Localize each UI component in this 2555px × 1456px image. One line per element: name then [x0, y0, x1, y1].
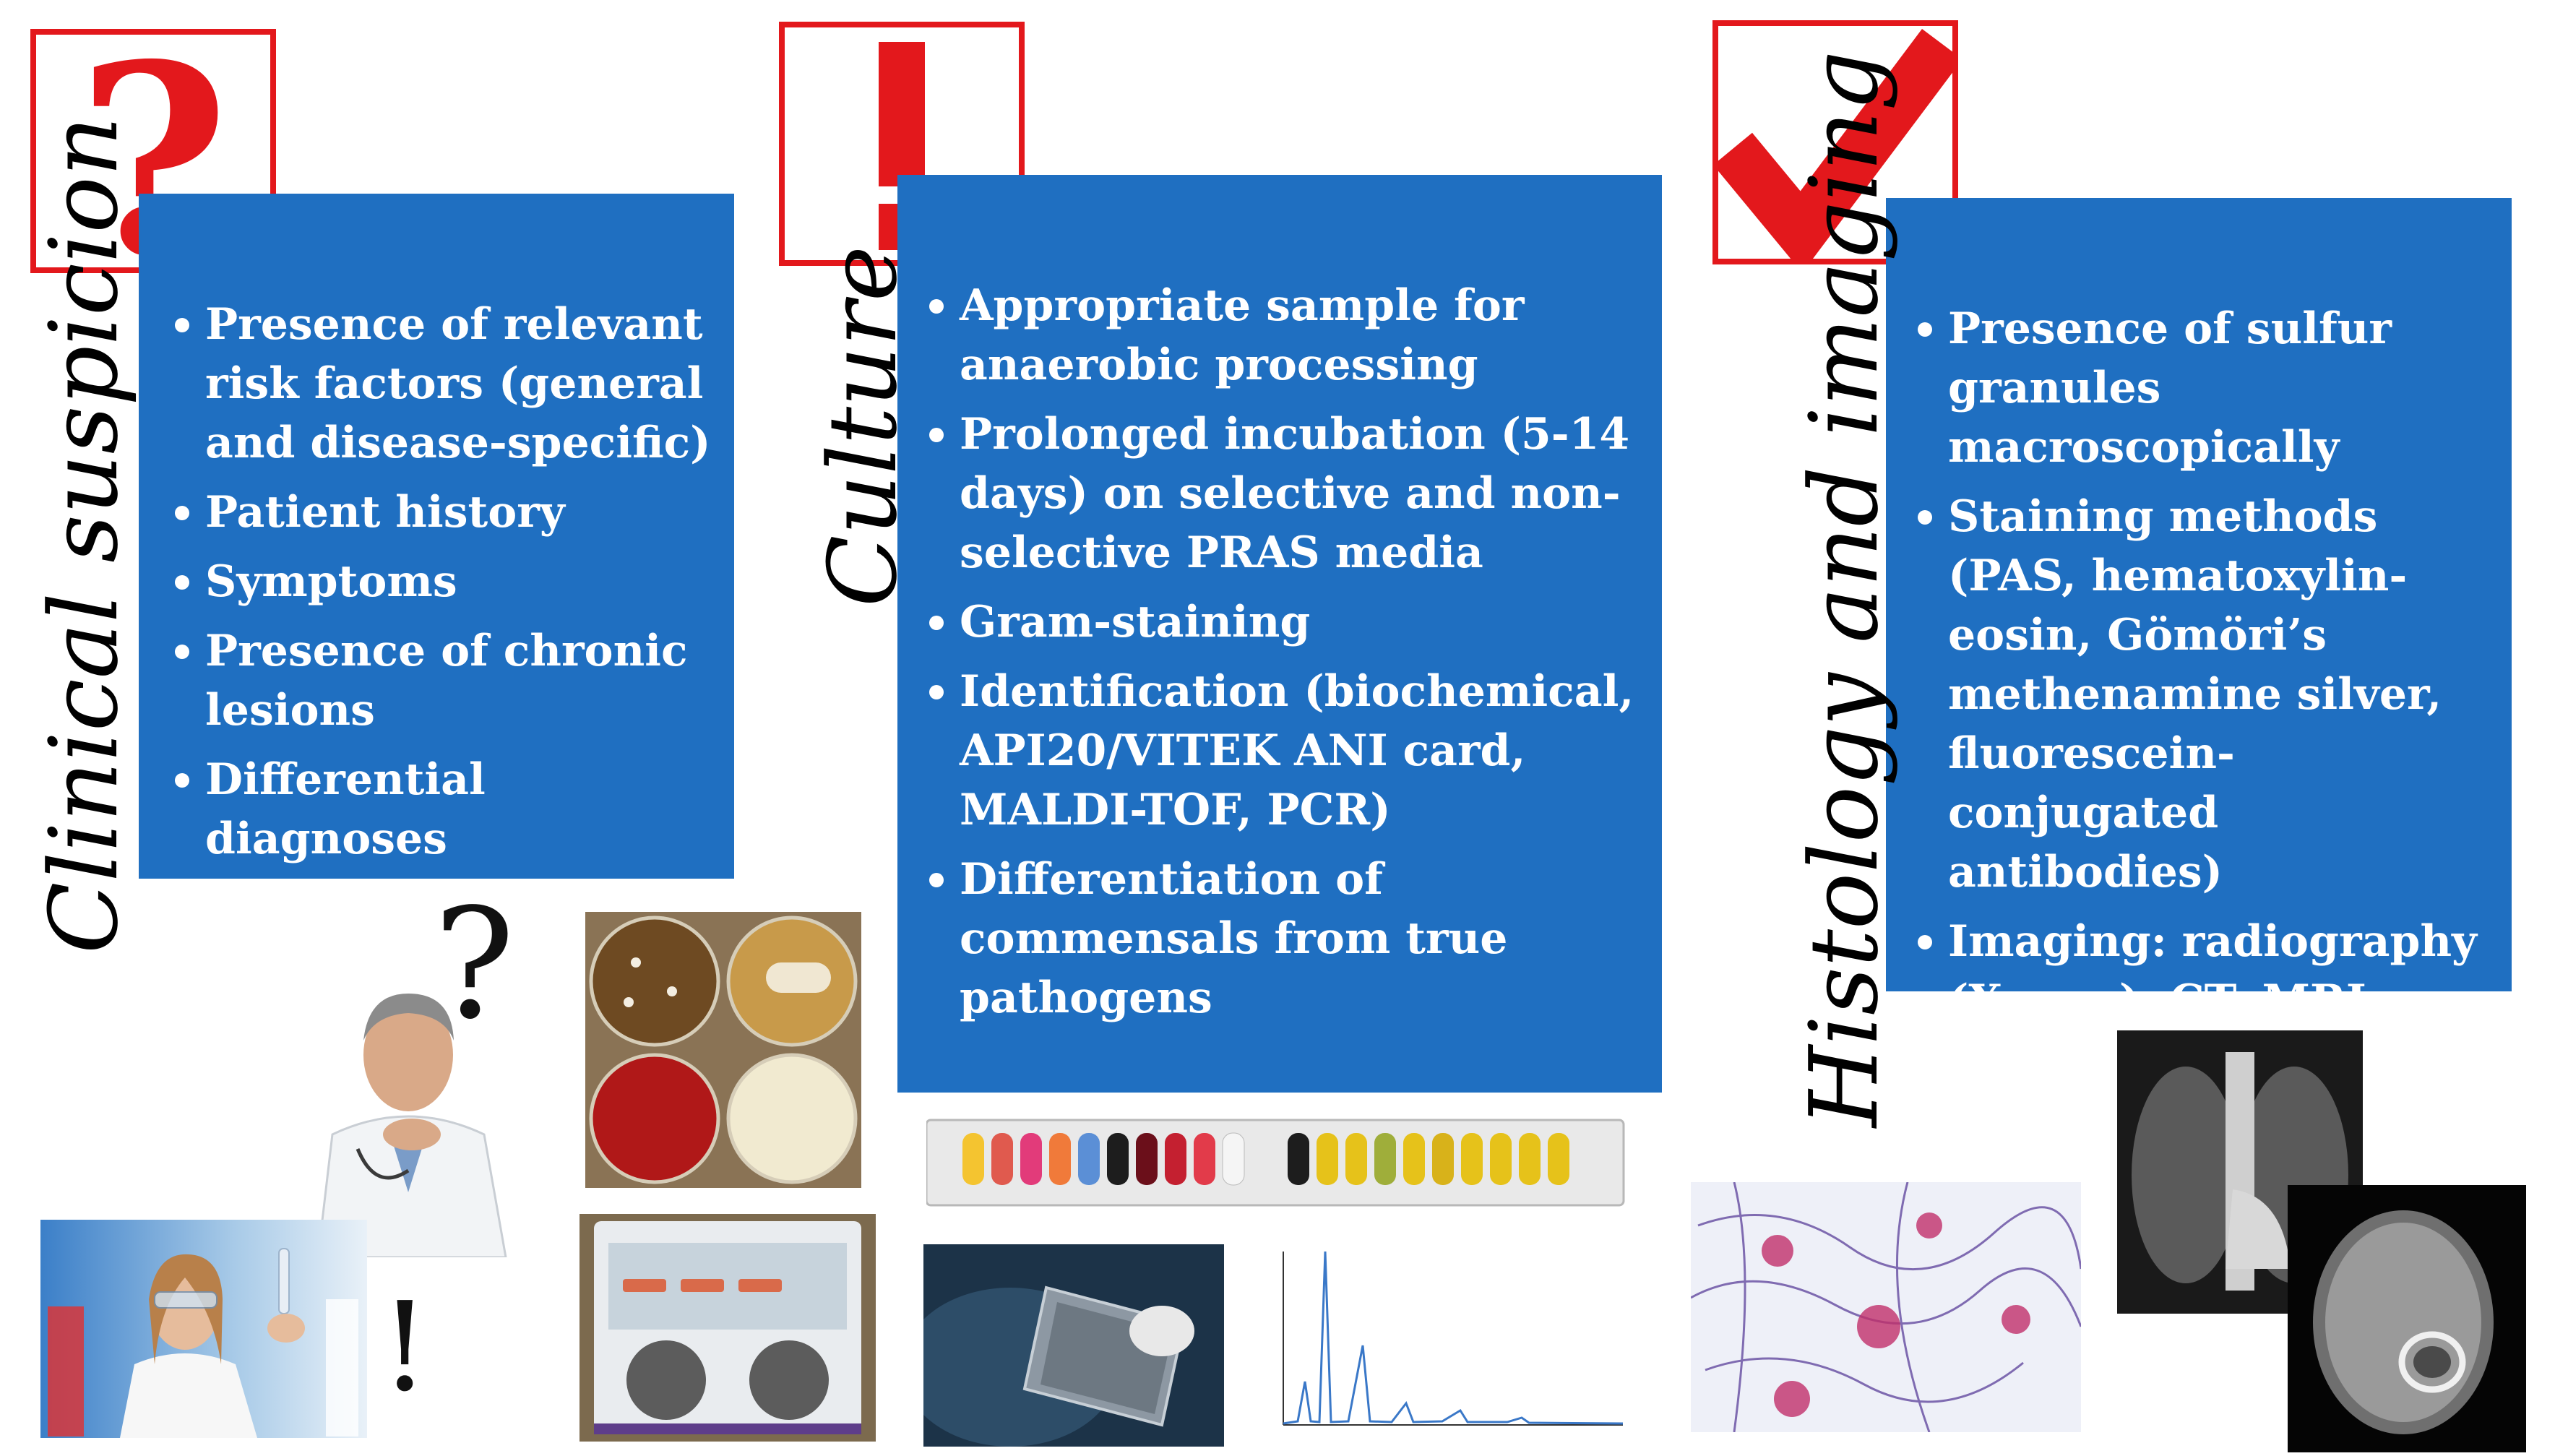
- list-item: Patient history: [169, 483, 712, 542]
- culture-title: Culture: [808, 246, 918, 607]
- histology-imaging-card: Presence of sulfur granules macroscopica…: [1886, 198, 2512, 1026]
- culture-card: Appropriate sample for anaerobic process…: [897, 175, 1662, 1093]
- culture-list: Appropriate sample for anaerobic process…: [923, 276, 1640, 1028]
- doctor-photo: [289, 954, 527, 1257]
- api-test-strip-photo: [926, 1113, 1627, 1214]
- chest-xray-photo: [2117, 1030, 2363, 1314]
- agar-plates-photo: [585, 912, 861, 1188]
- list-item: Gram-staining: [923, 593, 1640, 652]
- list-item: Presence of relevant risk factors (gener…: [169, 295, 712, 473]
- list-item: Appropriate sample for anaerobic process…: [923, 276, 1640, 395]
- scientist-photo: [40, 1220, 367, 1438]
- check-mark-icon: [1713, 29, 1962, 273]
- clinical-suspicion-card: Presence of relevant risk factors (gener…: [139, 194, 734, 879]
- clinical-suspicion-title: Clinical suspicion: [29, 116, 139, 954]
- maldi-target-photo: [923, 1244, 1224, 1447]
- brain-mri-photo: [2288, 1185, 2526, 1452]
- list-item: Prolonged incubation (5-14 days) on sele…: [923, 405, 1640, 582]
- list-item: Symptoms: [169, 552, 712, 611]
- histology-imaging-title: Histology and imaging: [1789, 51, 1899, 1127]
- histology-imaging-list: Presence of sulfur granules macroscopica…: [1912, 299, 2494, 1030]
- list-item: Presence of chronic lesions: [169, 621, 712, 740]
- mass-spectrum-photo: [1254, 1237, 1630, 1447]
- list-item: Presence of sulfur granules macroscopica…: [1912, 299, 2494, 477]
- list-item: Differential diagnoses: [169, 750, 712, 869]
- lab-exclamation-glyph: !: [380, 1276, 430, 1419]
- list-item: Differentiation of commensals from true …: [923, 850, 1640, 1028]
- list-item: Identification (biochemical, API20/VITEK…: [923, 662, 1640, 840]
- list-item: Staining methods (PAS, hematoxylin-eosin…: [1912, 487, 2494, 902]
- doctor-question-glyph: ?: [434, 876, 515, 1053]
- microscopy-photo: [1691, 1182, 2081, 1432]
- list-item: Imaging: radiography (X-rays), CT, MRI: [1912, 912, 2494, 1030]
- clinical-suspicion-list: Presence of relevant risk factors (gener…: [169, 295, 712, 869]
- anaerobic-chamber-photo: [579, 1214, 876, 1442]
